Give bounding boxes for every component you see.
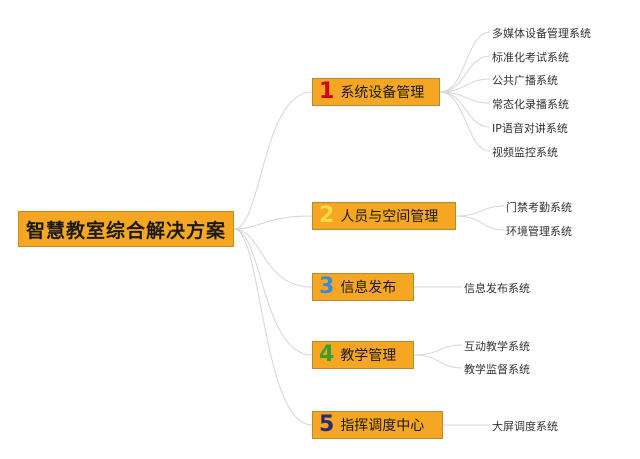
leaf-node[interactable]: 互动教学系统 <box>464 340 530 353</box>
leaf-node[interactable]: 标准化考试系统 <box>492 51 569 64</box>
connector-branch-1-leaf <box>439 55 491 93</box>
connector-branch-1-leaf <box>439 31 491 93</box>
branch-number: 2 <box>319 203 335 228</box>
leaf-node[interactable]: 常态化录播系统 <box>492 98 569 111</box>
connector-root-branch-1 <box>233 91 313 230</box>
branch-label: 系统设备管理 <box>340 85 425 101</box>
branch-node-1[interactable]: 1 系统设备管理 <box>312 78 440 106</box>
connector-root-branch-3 <box>233 228 313 288</box>
leaf-node[interactable]: 多媒体设备管理系统 <box>492 27 591 40</box>
branch-node-4[interactable]: 4 教学管理 <box>312 341 414 369</box>
branch-number: 1 <box>319 79 335 104</box>
leaf-node[interactable]: 公共广播系统 <box>492 74 558 87</box>
leaf-node[interactable]: 门禁考勤系统 <box>506 201 572 214</box>
connector-branch-2-leaf <box>455 205 505 217</box>
branch-node-2[interactable]: 2 人员与空间管理 <box>312 202 456 230</box>
branch-label: 信息发布 <box>340 280 397 296</box>
branch-label: 教学管理 <box>340 348 397 364</box>
connector-branch-4-leaf <box>413 354 463 369</box>
branch-number: 5 <box>319 412 335 437</box>
connector-root-branch-4 <box>233 228 313 356</box>
branch-node-3[interactable]: 3 信息发布 <box>312 273 414 301</box>
leaf-node[interactable]: 大屏调度系统 <box>492 420 558 433</box>
leaf-node[interactable]: IP语音对讲系统 <box>492 122 568 135</box>
connector-branch-2-leaf <box>455 215 505 231</box>
branch-number: 4 <box>319 342 335 367</box>
connector-branch-4-leaf <box>413 344 463 356</box>
leaf-node[interactable]: 教学监督系统 <box>464 363 530 376</box>
connector-branch-1-leaf <box>439 78 491 93</box>
root-node[interactable]: 智慧教室综合解决方案 <box>18 211 234 247</box>
leaf-node[interactable]: 信息发布系统 <box>464 282 530 295</box>
leaf-node[interactable]: 环境管理系统 <box>506 225 572 238</box>
connector-root-branch-2 <box>233 215 313 230</box>
branch-number: 3 <box>319 274 335 299</box>
branch-label: 人员与空间管理 <box>340 209 439 225</box>
branch-node-5[interactable]: 5 指挥调度中心 <box>312 411 443 439</box>
leaf-node[interactable]: 视频监控系统 <box>492 146 558 159</box>
connector-branch-1-leaf <box>439 91 491 128</box>
branch-label: 指挥调度中心 <box>340 418 425 434</box>
connector-branch-1-leaf <box>439 91 491 152</box>
connector-root-branch-5 <box>233 228 313 426</box>
